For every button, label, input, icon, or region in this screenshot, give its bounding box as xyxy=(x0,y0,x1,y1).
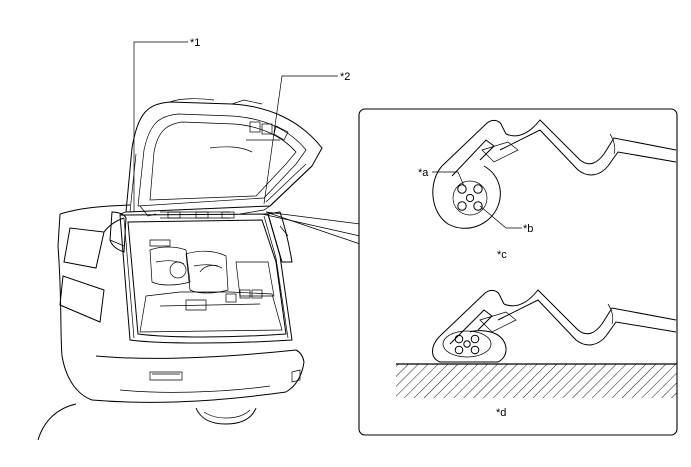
detail-inset: *a *b *c *d xyxy=(358,108,678,436)
vehicle-rear-illustration xyxy=(37,98,323,441)
callout-label-2: *2 xyxy=(340,71,350,83)
inset-leader-lines-upper xyxy=(432,171,522,229)
body-panel-surface xyxy=(396,363,677,398)
callout-label-1: *1 xyxy=(190,37,200,49)
callout-label-c: *c xyxy=(497,249,507,261)
callout-label-b: *b xyxy=(523,223,533,235)
callout-label-a: *a xyxy=(418,167,429,179)
callout-leader-lines xyxy=(133,41,361,245)
weatherstrip-section-compressed xyxy=(432,289,677,363)
callout-label-d: *d xyxy=(496,407,506,419)
inset-frame xyxy=(358,108,678,436)
weatherstrip-section-free xyxy=(432,119,677,229)
